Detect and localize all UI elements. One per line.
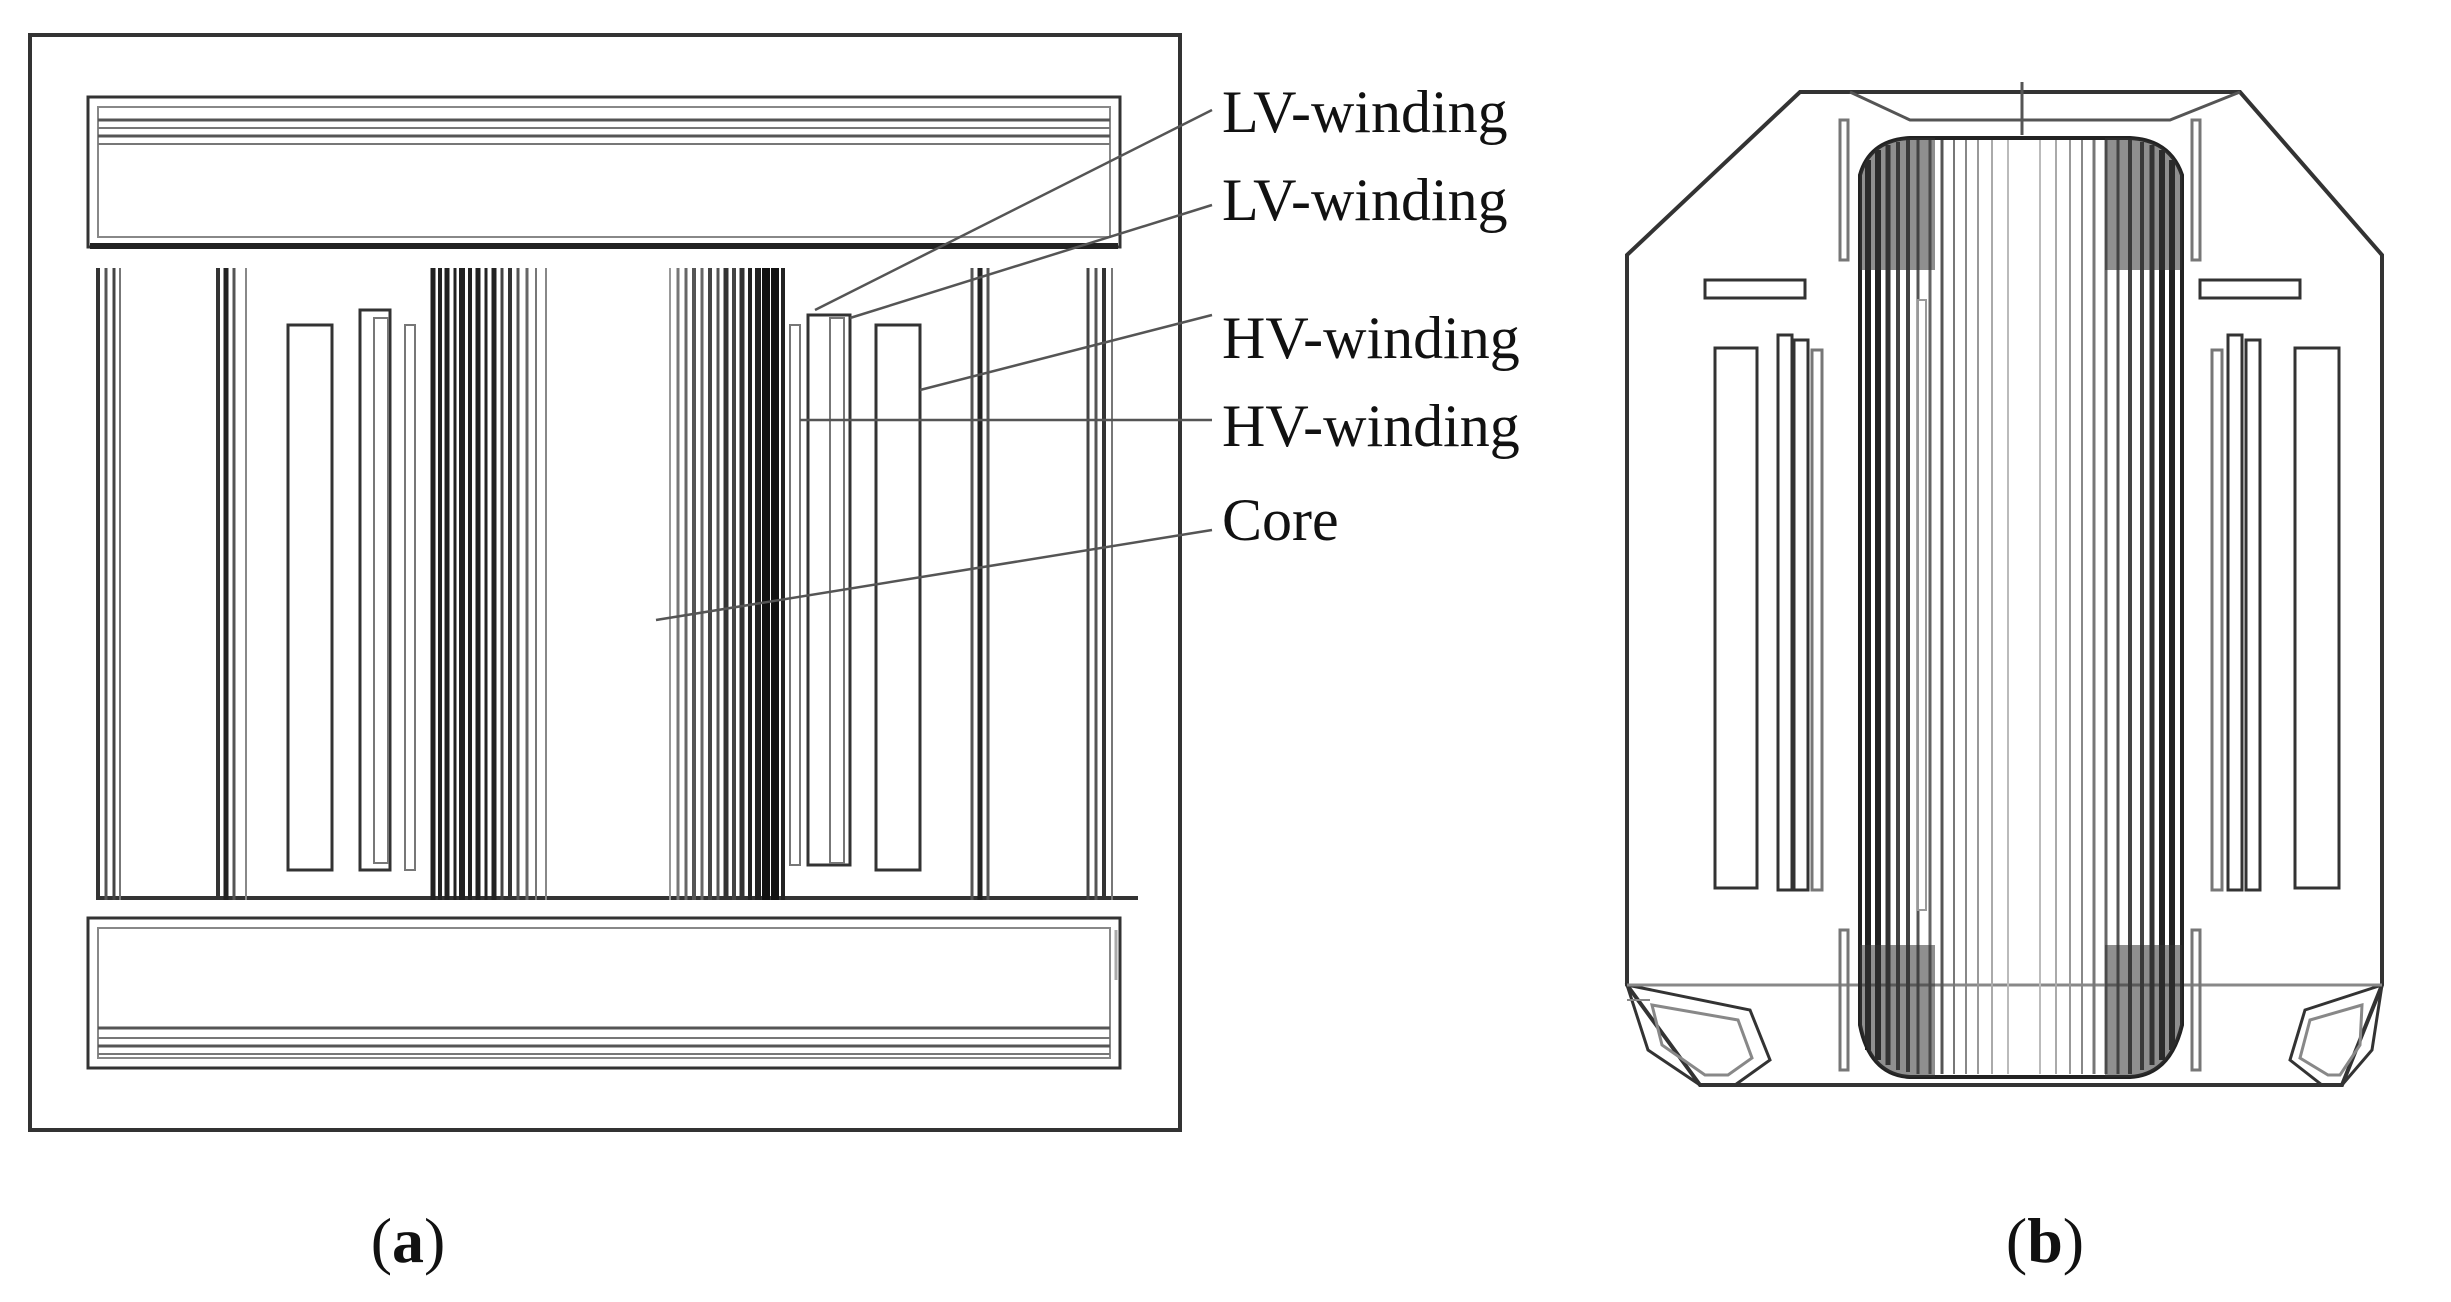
side-core-laminations bbox=[1865, 140, 2175, 1074]
caption-b-open: ( bbox=[2006, 1205, 2027, 1276]
caption-a-open: ( bbox=[371, 1205, 392, 1276]
right-windings bbox=[789, 313, 922, 872]
side-left-windings bbox=[1713, 118, 1850, 1072]
left-outer-limb bbox=[96, 268, 247, 900]
caption-b-close: ) bbox=[2063, 1205, 2084, 1276]
leader-hv-1 bbox=[919, 313, 1213, 392]
bottom-corners bbox=[1624, 982, 2384, 1087]
side-tank-top-edge bbox=[1849, 90, 2241, 122]
caption-a-letter: a bbox=[392, 1205, 424, 1276]
leader-core bbox=[655, 528, 1213, 622]
center-core-leg bbox=[669, 268, 785, 900]
caption-panel-b: (b) bbox=[2006, 1205, 2084, 1276]
callout-hv-winding-2: HV-winding bbox=[1222, 393, 1520, 459]
panel-b-side-view bbox=[1624, 82, 2384, 1087]
side-core-stack bbox=[1858, 136, 2184, 1079]
left-core-leg bbox=[430, 268, 547, 900]
right-outer-limb bbox=[970, 268, 1113, 900]
callout-hv-winding-1: HV-winding bbox=[1222, 305, 1520, 371]
caption-a-close: ) bbox=[424, 1205, 445, 1276]
callout-lv-winding-1: LV-winding bbox=[1222, 79, 1508, 145]
caption-panel-a: (a) bbox=[371, 1205, 446, 1276]
side-tank-outline bbox=[1625, 90, 2384, 1087]
caption-b-letter: b bbox=[2027, 1205, 2063, 1276]
callout-core: Core bbox=[1222, 487, 1339, 553]
top-yoke bbox=[86, 95, 1122, 249]
left-windings bbox=[286, 308, 416, 872]
panel-a-front-view bbox=[28, 33, 1213, 1132]
callout-lv-winding-2: LV-winding bbox=[1222, 167, 1508, 233]
leader-lv-1 bbox=[814, 108, 1213, 312]
leader-lv-2 bbox=[849, 203, 1213, 320]
bottom-yoke bbox=[86, 896, 1138, 1070]
side-right-windings bbox=[2190, 118, 2341, 1072]
tank-outline bbox=[28, 33, 1182, 1132]
leader-lines bbox=[655, 108, 1213, 622]
callout-labels: LV-winding LV-winding HV-winding HV-wind… bbox=[1222, 79, 1520, 553]
